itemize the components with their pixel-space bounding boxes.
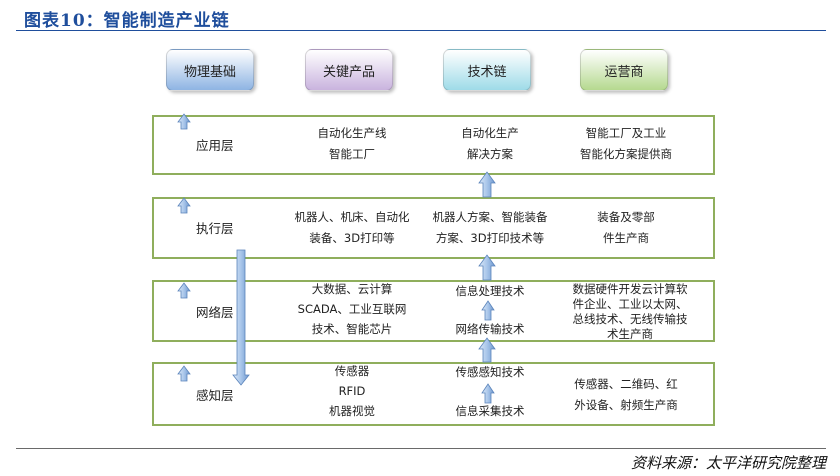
cell-line: 智能工厂 [329, 147, 375, 161]
layer-name-execution: 执行层 [196, 221, 234, 236]
cell-line: 信息采集技术 [455, 404, 525, 418]
application-products: 自动化生产线 智能工厂 [282, 123, 422, 165]
cell-line: 传感器 [334, 364, 370, 378]
layer-perception-box [152, 362, 715, 426]
layer-name-application: 应用层 [196, 138, 234, 153]
header-key-products: 关键产品 [305, 49, 393, 91]
header-label: 运营商 [604, 64, 644, 80]
tech-up-arrow-icon [478, 171, 496, 198]
cell-line: 机器人、机床、自动化 [294, 210, 410, 224]
network-tech-bottom: 网络传输技术 [420, 319, 560, 340]
execution-operators: 装备及零部 件生产商 [556, 207, 696, 249]
cell-line: 外设备、射频生产商 [574, 398, 678, 412]
layer-execution-box [152, 197, 715, 259]
application-tech: 自动化生产 解决方案 [420, 123, 560, 165]
perception-products: 传感器 RFID 机器视觉 [282, 361, 422, 421]
perception-tech-top: 传感感知技术 [420, 362, 560, 383]
network-tech-top: 信息处理技术 [420, 281, 560, 302]
tech-up-arrow-icon [478, 337, 496, 363]
cell-line: SCADA、工业互联网 [297, 302, 407, 316]
layer-up-arrow-icon [177, 365, 191, 382]
layer-up-arrow-icon [177, 113, 191, 130]
cell-line: 总线技术、无线传输技 [572, 312, 688, 326]
header-operators: 运营商 [580, 49, 668, 91]
layer-up-arrow-icon [177, 197, 191, 214]
cell-line: 机器视觉 [329, 404, 375, 418]
header-label: 物理基础 [183, 64, 236, 80]
header-tech-chain: 技术链 [443, 49, 531, 91]
cell-line: 件企业、工业以太网、 [572, 297, 688, 311]
header-label: 关键产品 [322, 64, 375, 80]
application-operators: 智能工厂及工业 智能化方案提供商 [556, 123, 696, 165]
source-note: 资料来源：太平洋研究院整理 [630, 454, 826, 472]
network-operators: 数据硬件开发云计算软 件企业、工业以太网、 总线技术、无线传输技 术生产商 [560, 282, 700, 342]
perception-tech-bottom: 信息采集技术 [420, 401, 560, 422]
cell-line: RFID [338, 384, 366, 398]
cell-line: 术生产商 [607, 327, 653, 341]
header-physical-basis: 物理基础 [166, 49, 254, 91]
cell-line: 解决方案 [467, 147, 513, 161]
cell-line: 数据硬件开发云计算软 [572, 282, 688, 296]
layer-network-box [152, 280, 715, 342]
cell-line: 信息处理技术 [455, 284, 525, 298]
cell-line: 装备及零部 [597, 210, 655, 224]
long-down-arrow-icon [232, 249, 250, 386]
execution-tech: 机器人方案、智能装备 方案、3D打印技术等 [416, 207, 564, 249]
tech-inner-up-arrow-icon [481, 300, 495, 321]
cell-line: 智能化方案提供商 [580, 147, 672, 161]
cell-line: 自动化生产线 [317, 126, 387, 140]
cell-line: 传感感知技术 [455, 365, 525, 379]
layer-name-perception: 感知层 [196, 388, 234, 403]
execution-products: 机器人、机床、自动化 装备、3D打印等 [276, 207, 428, 249]
cell-line: 传感器、二维码、红 [574, 377, 678, 391]
tech-inner-up-arrow-icon [481, 383, 495, 404]
cell-line: 技术、智能芯片 [311, 322, 393, 336]
figure-title: 图表10：智能制造产业链 [24, 11, 230, 31]
cell-line: 件生产商 [603, 231, 649, 245]
title-divider [16, 30, 826, 31]
layer-application-box [152, 115, 715, 175]
cell-line: 智能工厂及工业 [585, 126, 667, 140]
cell-line: 大数据、云计算 [311, 282, 393, 296]
layer-name-network: 网络层 [196, 305, 234, 320]
cell-line: 方案、3D打印技术等 [435, 231, 545, 245]
header-label: 技术链 [467, 64, 507, 80]
tech-up-arrow-icon [478, 254, 496, 281]
footer-divider [16, 448, 826, 449]
cell-line: 装备、3D打印等 [309, 231, 395, 245]
layer-up-arrow-icon [177, 282, 191, 299]
cell-line: 机器人方案、智能装备 [432, 210, 548, 224]
network-products: 大数据、云计算 SCADA、工业互联网 技术、智能芯片 [276, 279, 428, 339]
perception-operators: 传感器、二维码、红 外设备、射频生产商 [556, 374, 696, 416]
cell-line: 自动化生产 [461, 126, 519, 140]
cell-line: 网络传输技术 [455, 322, 525, 336]
